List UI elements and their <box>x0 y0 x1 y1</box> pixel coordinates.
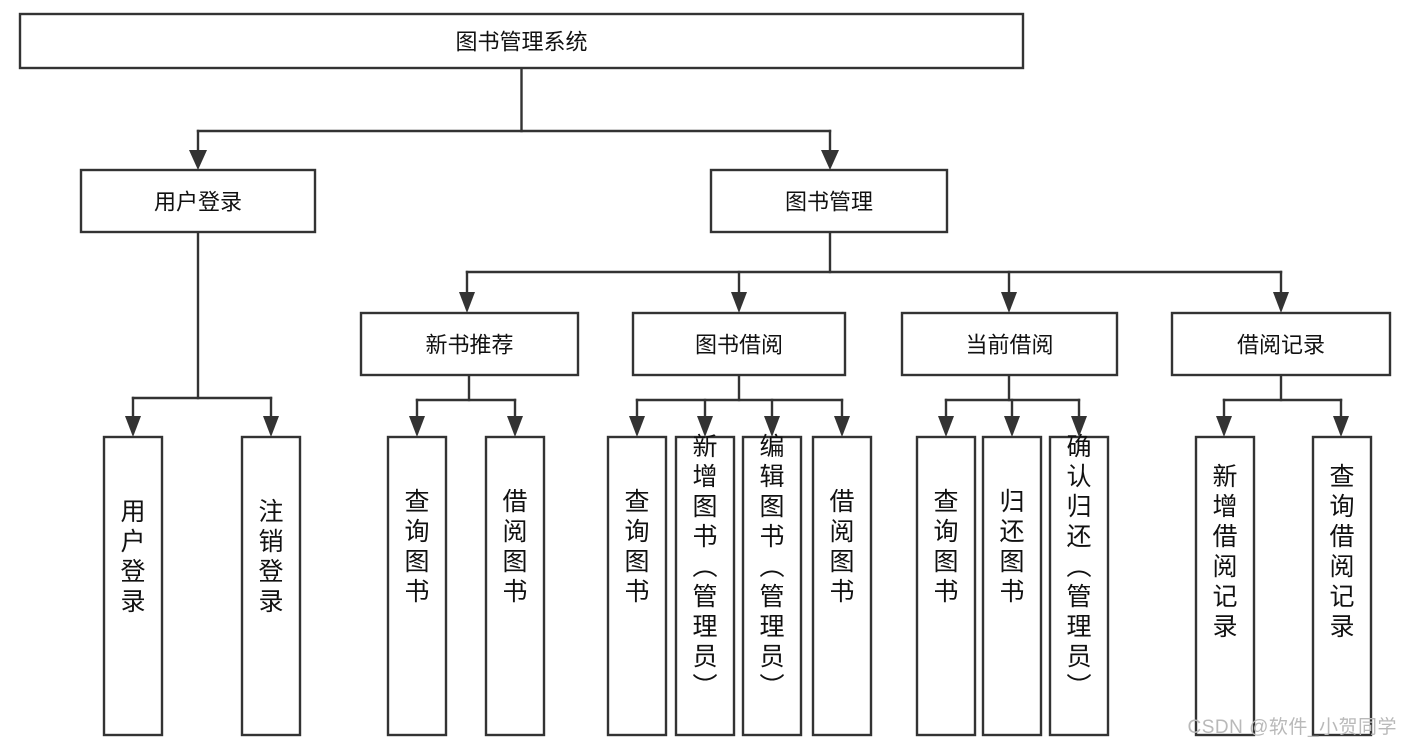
leaf-node-borrow-book-recommend[interactable]: 借阅图书 <box>484 435 546 737</box>
leaf-node-logout-box <box>240 435 302 737</box>
node-root-box <box>18 12 1025 70</box>
arrowhead-borrow-record <box>1273 292 1289 313</box>
node-user-login-box <box>79 168 317 234</box>
leaf-node-query-book-borrow-label: 查询图书 <box>624 488 649 606</box>
arrowhead-newbook-leaf-1 <box>409 416 425 437</box>
leaf-node-query-borrow-record-label: 查询借阅记录 <box>1329 463 1354 641</box>
node-new-book-recommend-box <box>359 311 580 377</box>
leaf-node-logout-label: 注销登录 <box>258 498 283 616</box>
leaf-node-borrow-book-box <box>811 435 873 737</box>
leaf-node-user-login-box <box>102 435 164 737</box>
arrowhead-bookborrow-leaf-3 <box>764 416 780 437</box>
arrowhead-current-borrow <box>1001 292 1017 313</box>
node-borrow-record[interactable]: 借阅记录 <box>1170 311 1392 377</box>
leaf-node-confirm-return-admin-label: 确认归还︵管理员︶ <box>1066 433 1091 701</box>
leaf-node-confirm-return-admin[interactable]: 确认归还︵管理员︶ <box>1048 433 1110 737</box>
node-book-management[interactable]: 图书管理 <box>709 168 949 234</box>
leaf-node-query-book-recommend-label: 查询图书 <box>404 488 429 606</box>
arrowhead-borrowrecord-leaf-1 <box>1216 416 1232 437</box>
leaf-node-borrow-book-recommend-label: 借阅图书 <box>502 488 527 606</box>
node-user-login[interactable]: 用户登录 <box>79 168 317 234</box>
node-current-borrow-box <box>900 311 1119 377</box>
leaf-node-query-book-current-box <box>915 435 977 737</box>
arrowhead-currentborrow-leaf-1 <box>938 416 954 437</box>
node-user-login-label: 用户登录 <box>154 190 242 215</box>
leaf-node-borrow-book-label: 借阅图书 <box>829 488 854 606</box>
node-book-borrow-box <box>631 311 847 377</box>
node-book-borrow[interactable]: 图书借阅 <box>631 311 847 377</box>
node-root-label: 图书管理系统 <box>455 30 587 55</box>
node-current-borrow[interactable]: 当前借阅 <box>900 311 1119 377</box>
leaf-node-add-book-admin-box <box>674 435 736 737</box>
arrowhead-currentborrow-leaf-2 <box>1004 416 1020 437</box>
leaf-node-logout[interactable]: 注销登录 <box>240 435 302 737</box>
leaf-node-borrow-book[interactable]: 借阅图书 <box>811 435 873 737</box>
leaf-node-query-borrow-record-box <box>1311 435 1373 737</box>
arrowhead-newbook-leaf-2 <box>507 416 523 437</box>
leaf-node-add-book-admin[interactable]: 新增图书︵管理员︶ <box>674 433 736 737</box>
leaf-node-query-book-borrow-box <box>606 435 668 737</box>
leaf-node-query-book-recommend-box <box>386 435 448 737</box>
leaf-node-return-book-box <box>981 435 1043 737</box>
node-book-management-label: 图书管理 <box>785 190 873 215</box>
leaf-node-add-borrow-record-label: 新增借阅记录 <box>1212 463 1237 641</box>
node-book-management-box <box>709 168 949 234</box>
arrowhead-leaf-logout <box>263 416 279 437</box>
node-borrow-record-label: 借阅记录 <box>1237 333 1325 358</box>
arrowhead-currentborrow-leaf-3 <box>1071 416 1087 437</box>
leaf-node-user-login[interactable]: 用户登录 <box>102 435 164 737</box>
arrowhead-bookborrow-leaf-1 <box>629 416 645 437</box>
leaf-node-return-book[interactable]: 归还图书 <box>981 435 1043 737</box>
leaf-node-query-borrow-record[interactable]: 查询借阅记录 <box>1311 435 1373 737</box>
arrowhead-user-login <box>189 150 207 170</box>
leaf-node-query-book-borrow[interactable]: 查询图书 <box>606 435 668 737</box>
leaf-node-query-book-current[interactable]: 查询图书 <box>915 435 977 737</box>
arrowhead-new-book <box>459 292 475 313</box>
node-root-book-management-system[interactable]: 图书管理系统 <box>18 12 1025 70</box>
leaf-node-return-book-label: 归还图书 <box>999 488 1024 606</box>
arrowhead-bookborrow-leaf-4 <box>834 416 850 437</box>
arrowhead-book-borrow <box>731 292 747 313</box>
arrowhead-leaf-user-login <box>125 416 141 437</box>
leaf-node-edit-book-admin[interactable]: 编辑图书︵管理员︶ <box>741 433 803 737</box>
arrowhead-borrowrecord-leaf-2 <box>1333 416 1349 437</box>
leaf-node-user-login-label: 用户登录 <box>120 498 145 616</box>
leaf-node-confirm-return-admin-box <box>1048 435 1110 737</box>
node-new-book-recommend-label: 新书推荐 <box>425 333 513 358</box>
connector-layer <box>125 66 1349 437</box>
leaf-node-add-borrow-record-box <box>1194 435 1256 737</box>
node-new-book-recommend[interactable]: 新书推荐 <box>359 311 580 377</box>
leaf-node-edit-book-admin-label: 编辑图书︵管理员︶ <box>759 433 784 701</box>
leaf-node-query-book-current-label: 查询图书 <box>933 488 958 606</box>
leaf-node-add-borrow-record[interactable]: 新增借阅记录 <box>1194 435 1256 737</box>
node-current-borrow-label: 当前借阅 <box>965 333 1053 358</box>
leaf-node-query-book-recommend[interactable]: 查询图书 <box>386 435 448 737</box>
arrowhead-bookborrow-leaf-2 <box>697 416 713 437</box>
leaf-node-edit-book-admin-box <box>741 435 803 737</box>
node-borrow-record-box <box>1170 311 1392 377</box>
arrowhead-book-mgmt <box>821 150 839 170</box>
leaf-node-add-book-admin-label: 新增图书︵管理员︶ <box>692 433 717 701</box>
node-book-borrow-label: 图书借阅 <box>695 333 783 358</box>
leaf-node-borrow-book-recommend-box <box>484 435 546 737</box>
